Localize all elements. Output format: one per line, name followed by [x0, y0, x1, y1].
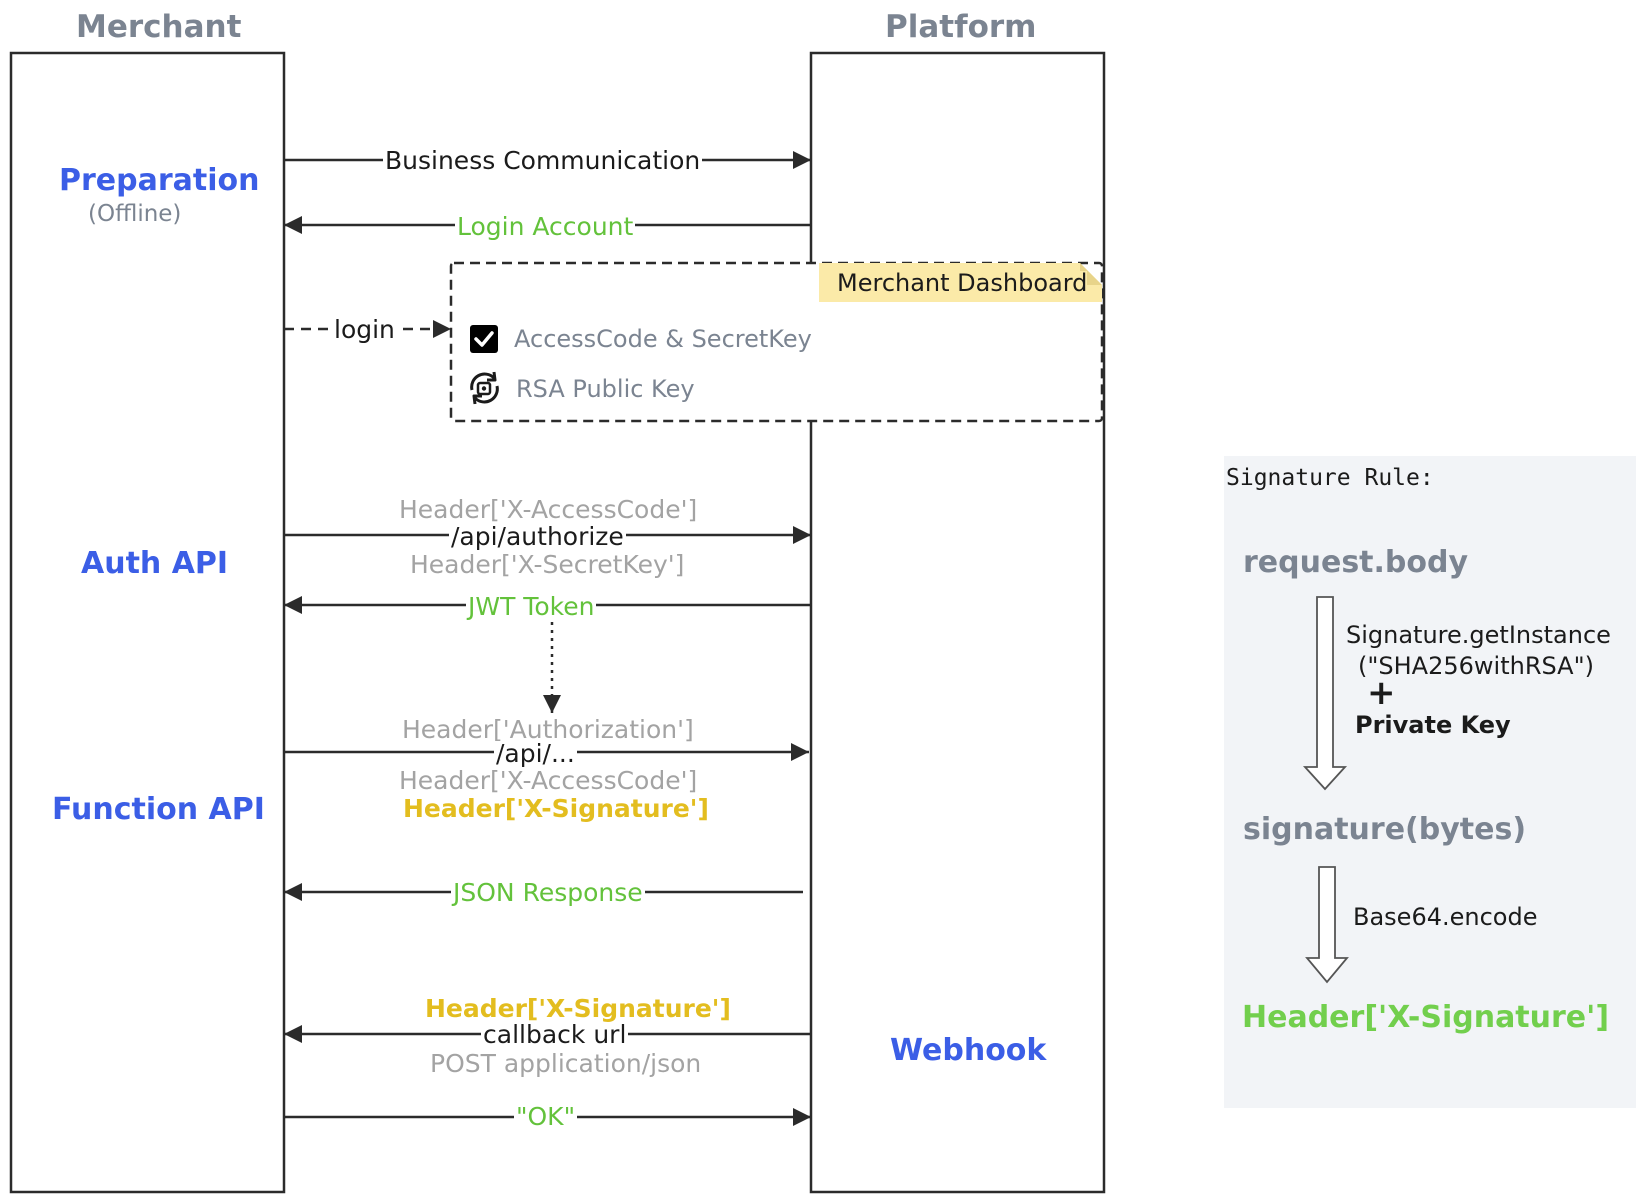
- section-preparation-sub: (Offline): [88, 201, 182, 227]
- signature-op-algorithm: ("SHA256withRSA"): [1358, 652, 1595, 680]
- dashboard-item-accesscode: AccessCode & SecretKey: [514, 325, 812, 353]
- merchant-lane: [9, 51, 286, 1194]
- msg-ok: "OK": [514, 1102, 578, 1131]
- section-function-api: Function API: [52, 792, 265, 827]
- section-preparation: Preparation: [59, 163, 260, 198]
- signature-rule-panel: [1224, 456, 1636, 1108]
- msg-authorize-path: /api/authorize: [449, 522, 626, 551]
- msg-business-communication: Business Communication: [383, 146, 703, 175]
- hollow-arrow-2: [1305, 866, 1349, 984]
- msg-callback-header: Header['X-Signature']: [423, 994, 733, 1023]
- checkbox-checked-icon: [470, 325, 498, 353]
- msg-callback-url: callback url: [481, 1020, 629, 1049]
- dashboard-item-rsa: RSA Public Key: [516, 375, 695, 403]
- platform-lane: [809, 51, 1106, 1194]
- msg-func-header3: Header['X-Signature']: [401, 794, 711, 823]
- msg-json-response: JSON Response: [451, 878, 645, 907]
- section-webhook: Webhook: [890, 1033, 1047, 1068]
- msg-login-account: Login Account: [455, 212, 636, 241]
- msg-func-header2: Header['X-AccessCode']: [397, 766, 700, 795]
- dashboard-title: Merchant Dashboard: [837, 269, 1088, 297]
- hollow-arrow-1: [1302, 596, 1348, 791]
- signature-op-getinstance: Signature.getInstance: [1346, 621, 1611, 649]
- signature-op-plus: +: [1367, 673, 1396, 713]
- signature-step-header: Header['X-Signature']: [1242, 1000, 1610, 1035]
- merchant-lane-title: Merchant: [76, 9, 242, 45]
- msg-callback-method: POST application/json: [428, 1049, 704, 1078]
- msg-login: login: [332, 315, 397, 344]
- signature-op-private-key: Private Key: [1355, 711, 1511, 739]
- section-auth-api: Auth API: [81, 546, 229, 581]
- msg-authorize-header2: Header['X-SecretKey']: [408, 550, 687, 579]
- dashboard-card: [449, 261, 1104, 423]
- msg-authorize-header1: Header['X-AccessCode']: [397, 495, 700, 524]
- signature-op-base64: Base64.encode: [1353, 903, 1538, 931]
- signature-rule-title: Signature Rule:: [1226, 465, 1434, 491]
- signature-step-request-body: request.body: [1243, 545, 1469, 580]
- signature-step-bytes: signature(bytes): [1243, 812, 1527, 847]
- msg-func-path: /api/...: [494, 739, 577, 768]
- platform-lane-title: Platform: [885, 9, 1037, 45]
- msg-jwt-token: JWT Token: [466, 592, 597, 621]
- key-rotate-icon: [464, 368, 504, 408]
- msg-func-header1: Header['Authorization']: [400, 715, 696, 744]
